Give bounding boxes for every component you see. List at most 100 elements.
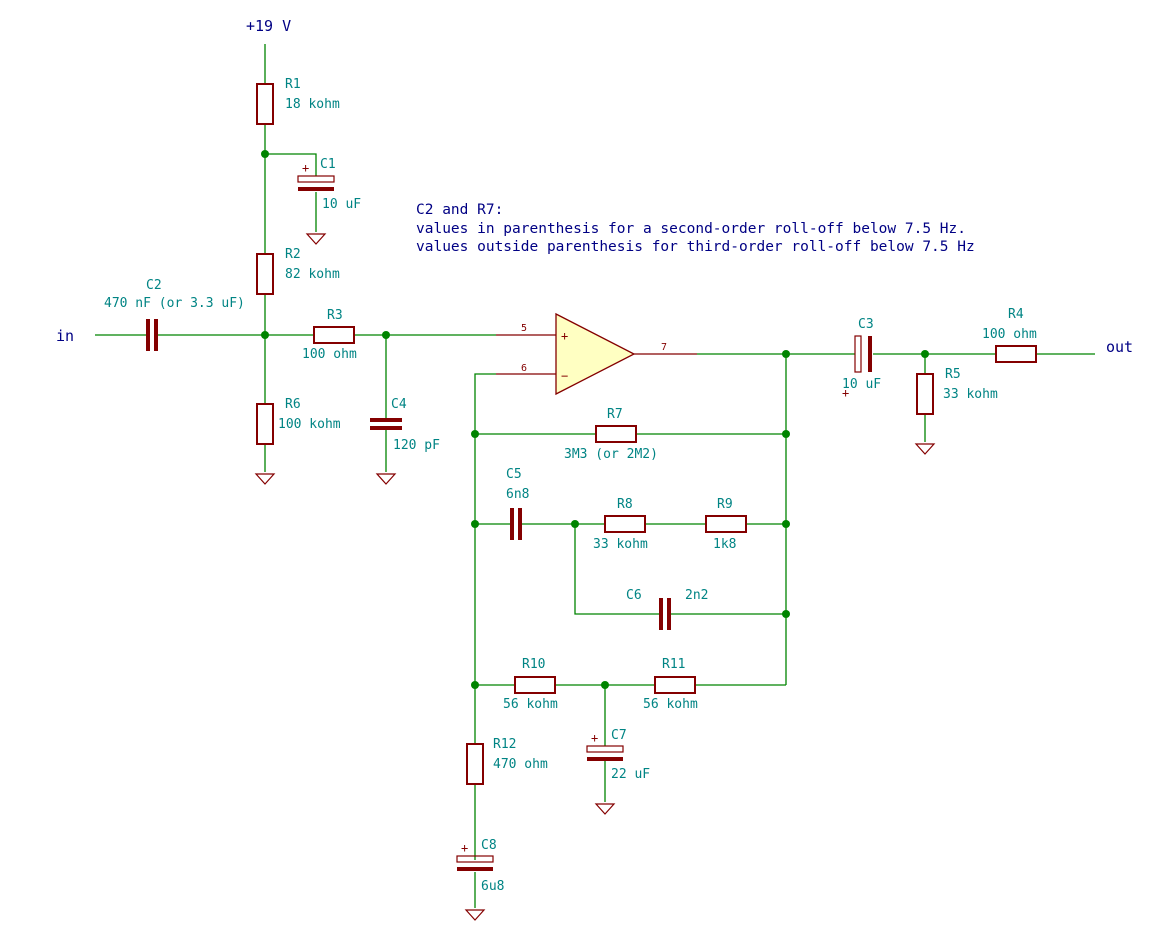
ground-icon <box>464 909 486 921</box>
value-label: 33 kohm <box>593 537 648 552</box>
ground-icon <box>375 473 397 485</box>
junction-dot <box>782 350 790 358</box>
junction-dot <box>471 430 479 438</box>
junction-dot <box>601 681 609 689</box>
junction-dot <box>921 350 929 358</box>
value-label: 10 uF <box>322 197 361 212</box>
value-label: 6u8 <box>481 879 504 894</box>
net-label-out: out <box>1106 338 1133 356</box>
ground-icon <box>305 233 327 245</box>
resistor-r4 <box>995 345 1037 363</box>
value-label: 56 kohm <box>503 697 558 712</box>
value-label: 470 ohm <box>493 757 548 772</box>
ref-label: R8 <box>617 497 633 512</box>
junction-dot <box>382 331 390 339</box>
resistor-r11 <box>654 676 696 694</box>
junction-dot <box>471 520 479 528</box>
capacitor-c2 <box>146 319 158 351</box>
resistor-r7 <box>595 425 637 443</box>
ref-label: R1 <box>285 77 301 92</box>
ref-label: C6 <box>626 588 642 603</box>
polarity-mark: + <box>302 161 309 175</box>
ref-label: R2 <box>285 247 301 262</box>
resistor-r3 <box>313 326 355 344</box>
value-label: 470 nF (or 3.3 uF) <box>104 296 245 311</box>
value-label: 1k8 <box>713 537 736 552</box>
power-label: +19 V <box>246 17 291 35</box>
ref-label: C4 <box>391 397 407 412</box>
junction-dot <box>261 331 269 339</box>
ref-label: C2 <box>146 278 162 293</box>
ref-label: R9 <box>717 497 733 512</box>
resistor-r5 <box>916 373 934 415</box>
note-line: C2 and R7: <box>416 202 503 218</box>
resistor-r12 <box>466 743 484 785</box>
value-label: 100 ohm <box>302 347 357 362</box>
junction-dot <box>261 150 269 158</box>
ref-label: C7 <box>611 728 627 743</box>
polarity-mark: + <box>461 841 468 855</box>
ref-label: R6 <box>285 397 301 412</box>
value-label: 10 uF <box>842 377 881 392</box>
value-label: 120 pF <box>393 438 440 453</box>
resistor-r2 <box>256 253 274 295</box>
value-label: 82 kohm <box>285 267 340 282</box>
value-label: 3M3 (or 2M2) <box>564 447 658 462</box>
capacitor-c8: + <box>456 841 494 871</box>
capacitor-c3: + <box>842 335 872 400</box>
ref-label: C5 <box>506 467 522 482</box>
resistor-r8 <box>604 515 646 533</box>
ref-label: C3 <box>858 317 874 332</box>
ground-icon <box>594 803 616 815</box>
pin-5-label: 5 <box>521 323 527 334</box>
polarity-mark: + <box>842 386 849 400</box>
capacitor-c7: + <box>586 731 624 761</box>
ground-icon <box>914 443 936 455</box>
ref-label: R7 <box>607 407 623 422</box>
ground-icon <box>254 473 276 485</box>
opamp-plus-sign: + <box>561 329 568 343</box>
capacitor-c6 <box>659 598 671 630</box>
ref-label: R12 <box>493 737 516 752</box>
ref-label: R5 <box>945 367 961 382</box>
resistor-r1 <box>256 83 274 125</box>
net-label-in: in <box>56 327 74 345</box>
opamp-minus-sign: − <box>561 369 568 383</box>
pin-6-label: 6 <box>521 363 527 374</box>
resistor-r6 <box>256 403 274 445</box>
value-label: 100 kohm <box>278 417 341 432</box>
pin-7-label: 7 <box>661 342 667 353</box>
value-label: 33 kohm <box>943 387 998 402</box>
capacitor-c4 <box>370 418 402 430</box>
resistor-r10 <box>514 676 556 694</box>
junction-dot <box>571 520 579 528</box>
note-line: values in parenthesis for a second-order… <box>416 221 966 237</box>
component-labels: R1 18 kohm C1 10 uF R2 82 kohm C2 470 nF… <box>104 77 1037 894</box>
note-line: values outside parenthesis for third-ord… <box>416 239 975 255</box>
capacitor-c5 <box>510 508 522 540</box>
value-label: 100 ohm <box>982 327 1037 342</box>
ref-label: C1 <box>320 157 336 172</box>
ref-label: R11 <box>662 657 685 672</box>
polarity-mark: + <box>591 731 598 745</box>
ref-label: R4 <box>1008 307 1024 322</box>
junction-dot <box>782 610 790 618</box>
ref-label: R10 <box>522 657 545 672</box>
junction-dot <box>471 681 479 689</box>
value-label: 22 uF <box>611 767 650 782</box>
value-label: 6n8 <box>506 487 529 502</box>
value-label: 56 kohm <box>643 697 698 712</box>
design-note: C2 and R7: values in parenthesis for a s… <box>416 202 975 255</box>
opamp: + − 5 6 7 <box>496 312 697 396</box>
capacitor-c1: + <box>297 161 335 191</box>
value-label: 2n2 <box>685 588 708 603</box>
junctions <box>261 150 929 689</box>
ref-label: C8 <box>481 838 497 853</box>
value-label: 18 kohm <box>285 97 340 112</box>
resistor-r9 <box>705 515 747 533</box>
junction-dot <box>782 430 790 438</box>
wires <box>95 44 1095 908</box>
junction-dot <box>782 520 790 528</box>
ref-label: R3 <box>327 308 343 323</box>
